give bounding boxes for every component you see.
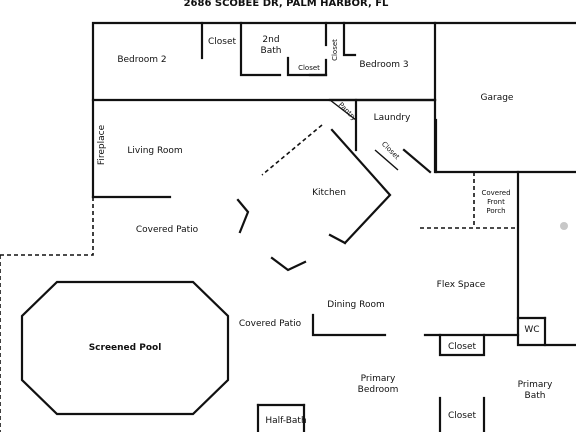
covered-front-porch-line1: Covered (481, 189, 510, 197)
garage-label: Garage (481, 93, 514, 103)
closet-label: Closet (448, 411, 477, 421)
utility-walls (329, 98, 438, 174)
primary-bath-line1: Primary (518, 380, 553, 390)
primary-bath-line2: Bath (525, 391, 546, 401)
interior-walls (256, 172, 547, 432)
bedroom-2-label: Bedroom 2 (117, 55, 166, 65)
flex-space-label: Flex Space (437, 280, 486, 290)
watermark (560, 222, 568, 230)
primary-bedroom-line1: Primary (361, 374, 396, 384)
kitchen-walls (236, 124, 392, 272)
covered-patio-label: Covered Patio (136, 225, 199, 235)
address-title: 2686 SCOBEE DR, PALM HARBOR, FL (184, 0, 389, 9)
covered-patio-label: Covered Patio (239, 319, 302, 329)
room-labels: Closet 2nd Bath Closet Closet Bedroom 2 … (89, 35, 553, 426)
second-bath-label-line1: 2nd (262, 35, 279, 45)
primary-bedroom-line2: Bedroom (358, 385, 399, 395)
bedroom-3-label: Bedroom 3 (359, 60, 408, 70)
covered-front-porch-line2: Front (487, 198, 505, 206)
fireplace-label: Fireplace (97, 124, 107, 165)
dining-room-label: Dining Room (327, 300, 385, 310)
kitchen-label: Kitchen (312, 188, 346, 198)
closet-label: Closet (298, 64, 320, 72)
closet-label-vertical: Closet (331, 39, 339, 61)
closet-label: Closet (448, 342, 477, 352)
second-bath-label-line2: Bath (261, 46, 282, 56)
exterior-walls (91, 21, 576, 347)
living-room-label: Living Room (127, 146, 182, 156)
pool-enclosure (0, 197, 230, 432)
half-bath-label: Half-Bath (265, 416, 306, 426)
bedroom-wing-walls (200, 21, 437, 102)
laundry-label: Laundry (374, 113, 411, 123)
closet-label-diagonal: Closet (380, 140, 401, 161)
closet-label: Closet (208, 37, 237, 47)
covered-front-porch-line3: Porch (486, 207, 505, 215)
screened-pool-label: Screened Pool (89, 343, 162, 353)
wc-label: WC (524, 325, 539, 335)
